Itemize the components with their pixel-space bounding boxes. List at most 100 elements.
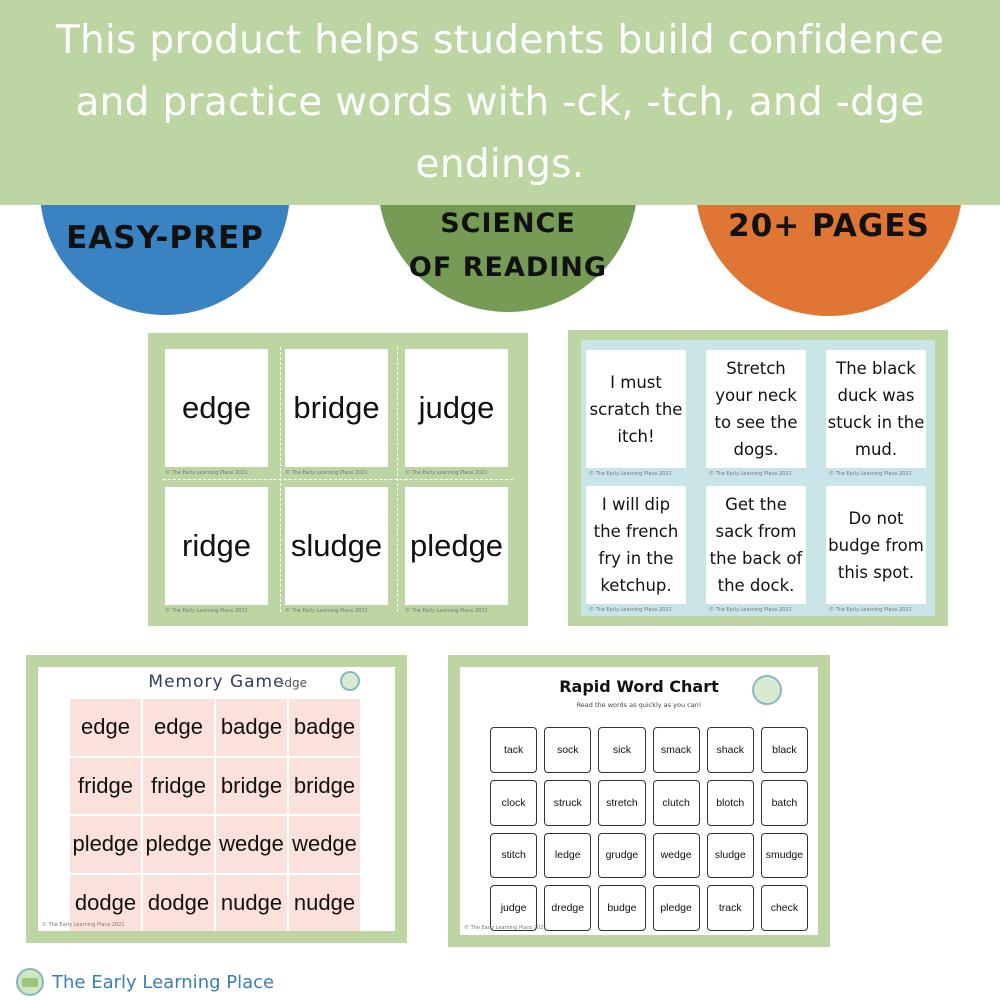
rapid-word-cell: judge (490, 885, 538, 931)
brand-name: The Early Learning Place (52, 972, 275, 993)
rapid-word-cell: shack (706, 727, 754, 773)
memory-card: edge (70, 699, 141, 756)
sentence-card: Get the sack from the back of the dock. (706, 486, 806, 604)
rapid-word-cell: clock (490, 779, 538, 826)
rapid-word-cell: stitch (490, 832, 538, 879)
word-card: sludge (285, 487, 388, 605)
copyright-note: © The Early Learning Place 2021 (709, 471, 792, 477)
memory-card: badge (289, 699, 360, 756)
rapid-word-cell: pledge (652, 885, 700, 931)
rapid-word-cell: ledge (544, 832, 592, 879)
science-line-1: SCIENCE (440, 208, 576, 239)
sentence-card: I must scratch the itch! (586, 350, 686, 468)
memory-card: dodge (143, 874, 214, 931)
rapid-word-cell: dredge (544, 885, 592, 931)
copyright-note: © The Early Learning Place 2021 (165, 608, 248, 614)
rapid-word-chart-preview: Rapid Word Chart Read the words as quick… (448, 655, 830, 947)
rapid-word-cell: grudge (598, 832, 646, 879)
copyright-note: © The Early Learning Place 2021 (405, 470, 488, 476)
word-card: ridge (165, 487, 268, 605)
science-line-2: OF READING (408, 252, 608, 283)
memory-card: bridge (216, 757, 287, 814)
memory-card: fridge (70, 757, 141, 814)
science-of-reading-label: SCIENCE OF READING (378, 202, 638, 290)
sentence-text: The black duck was stuck in the mud. (827, 359, 925, 459)
sentence-cards-preview: I must scratch the itch! Stretch your ne… (568, 330, 948, 626)
sentence-card-grid: I must scratch the itch! Stretch your ne… (581, 340, 935, 616)
rapid-chart-subtitle: Read the words as quickly as you can! (576, 701, 702, 709)
word-card-text: pledge (409, 528, 504, 563)
rapid-word-cell: sick (598, 727, 646, 773)
memory-card: badge (216, 699, 287, 756)
sentence-text: I must scratch the itch! (589, 372, 683, 446)
copyright-note: © The Early Learning Place 2021 (285, 470, 368, 476)
logo-book-shape (22, 977, 38, 987)
word-card-text: sludge (290, 528, 383, 563)
memory-card: pledge (143, 816, 214, 873)
memory-card: fridge (143, 757, 214, 814)
rapid-word-chart-sheet: Rapid Word Chart Read the words as quick… (460, 667, 818, 935)
rapid-word-cell: black (760, 727, 808, 773)
copyright-note: © The Early Learning Place 2021 (589, 471, 672, 477)
word-card-grid: edge bridge judge ridge sludge pledge © … (163, 347, 513, 614)
globe-logo-icon (340, 671, 360, 691)
sentence-card: I will dip the french fry in the ketchup… (586, 486, 686, 604)
rapid-word-cell: sludge (706, 832, 754, 879)
copyright-note: © The Early Learning Place 2021 (464, 925, 547, 931)
memory-card: nudge (216, 874, 287, 931)
memory-card: bridge (289, 757, 360, 814)
word-card-text: bridge (293, 390, 380, 425)
copyright-note: © The Early Learning Place 2021 (42, 922, 125, 928)
sentence-text: Do not budge from this spot. (828, 508, 924, 582)
sentence-card: Stretch your neck to see the dogs. (706, 350, 806, 468)
sentence-card: Do not budge from this spot. (826, 486, 926, 604)
word-card-text: judge (418, 390, 495, 425)
easy-prep-label: EASY-PREP (66, 220, 264, 256)
sentence-text: Get the sack from the back of the dock. (709, 495, 803, 595)
word-card: judge (405, 349, 508, 467)
copyright-note: © The Early Learning Place 2021 (165, 470, 248, 476)
sentence-text: I will dip the french fry in the ketchup… (593, 495, 679, 595)
banner-headline: This product helps students build confid… (55, 17, 945, 187)
word-card-text: ridge (182, 528, 251, 563)
globe-logo-icon (16, 968, 44, 996)
copyright-note: © The Early Learning Place 2021 (829, 471, 912, 477)
copyright-note: © The Early Learning Place 2021 (405, 608, 488, 614)
copyright-note: © The Early Learning Place 2021 (709, 607, 792, 613)
rapid-word-cell: sock (544, 727, 592, 773)
cut-line (163, 479, 513, 480)
copyright-note: © The Early Learning Place 2021 (589, 607, 672, 613)
rapid-word-cell: budge (598, 885, 646, 931)
rapid-word-cell: stretch (598, 779, 646, 826)
memory-card: wedge (216, 816, 287, 873)
memory-card: pledge (70, 816, 141, 873)
copyright-note: © The Early Learning Place 2021 (829, 607, 912, 613)
rapid-word-cell: clutch (652, 779, 700, 826)
rapid-word-cell: wedge (652, 832, 700, 879)
rapid-word-cell: batch (760, 779, 808, 826)
rapid-word-cell: tack (490, 727, 538, 773)
sentence-card: The black duck was stuck in the mud. (826, 350, 926, 468)
word-cards-preview: edge bridge judge ridge sludge pledge © … (148, 333, 528, 626)
rapid-word-cell: blotch (706, 779, 754, 826)
header-banner: This product helps students build confid… (0, 0, 1000, 205)
rapid-word-cell: check (760, 885, 808, 931)
memory-card: dodge (70, 874, 141, 931)
copyright-note: © The Early Learning Place 2021 (285, 608, 368, 614)
memory-card: wedge (289, 816, 360, 873)
memory-card: nudge (289, 874, 360, 931)
word-card: pledge (405, 487, 508, 605)
pages-count-label: 20+ PAGES (728, 208, 930, 244)
word-card: bridge (285, 349, 388, 467)
rapid-chart-title: Rapid Word Chart (559, 677, 719, 696)
word-card-text: edge (182, 390, 251, 425)
word-card: edge (165, 349, 268, 467)
sentence-text: Stretch your neck to see the dogs. (714, 359, 798, 459)
globe-logo-icon (752, 675, 782, 705)
rapid-word-cell: smack (652, 727, 700, 773)
memory-game-title: Memory Game (148, 672, 285, 692)
